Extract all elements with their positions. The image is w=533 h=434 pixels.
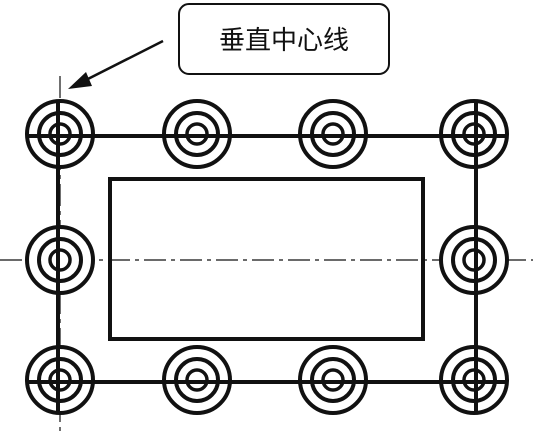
bolt-hole <box>298 345 368 415</box>
bolt-hole <box>25 345 95 415</box>
callout: 垂直中心线 <box>178 3 390 75</box>
callout-box <box>178 3 390 75</box>
arrowhead <box>68 72 92 89</box>
bolt-hole <box>25 99 95 169</box>
inner-rectangle <box>108 177 425 341</box>
bolt-hole <box>439 345 509 415</box>
outer-rectangle <box>56 134 478 384</box>
bolt-hole <box>162 345 232 415</box>
bolt-hole <box>162 99 232 169</box>
bolt-holes <box>25 99 509 415</box>
callout-label: 垂直中心线 <box>219 26 349 56</box>
bolt-hole <box>25 225 95 295</box>
leader-line <box>79 39 164 85</box>
bolt-hole <box>439 225 509 295</box>
leader-arrow <box>68 39 164 89</box>
bolt-hole <box>439 99 509 169</box>
bolt-hole <box>298 99 368 169</box>
